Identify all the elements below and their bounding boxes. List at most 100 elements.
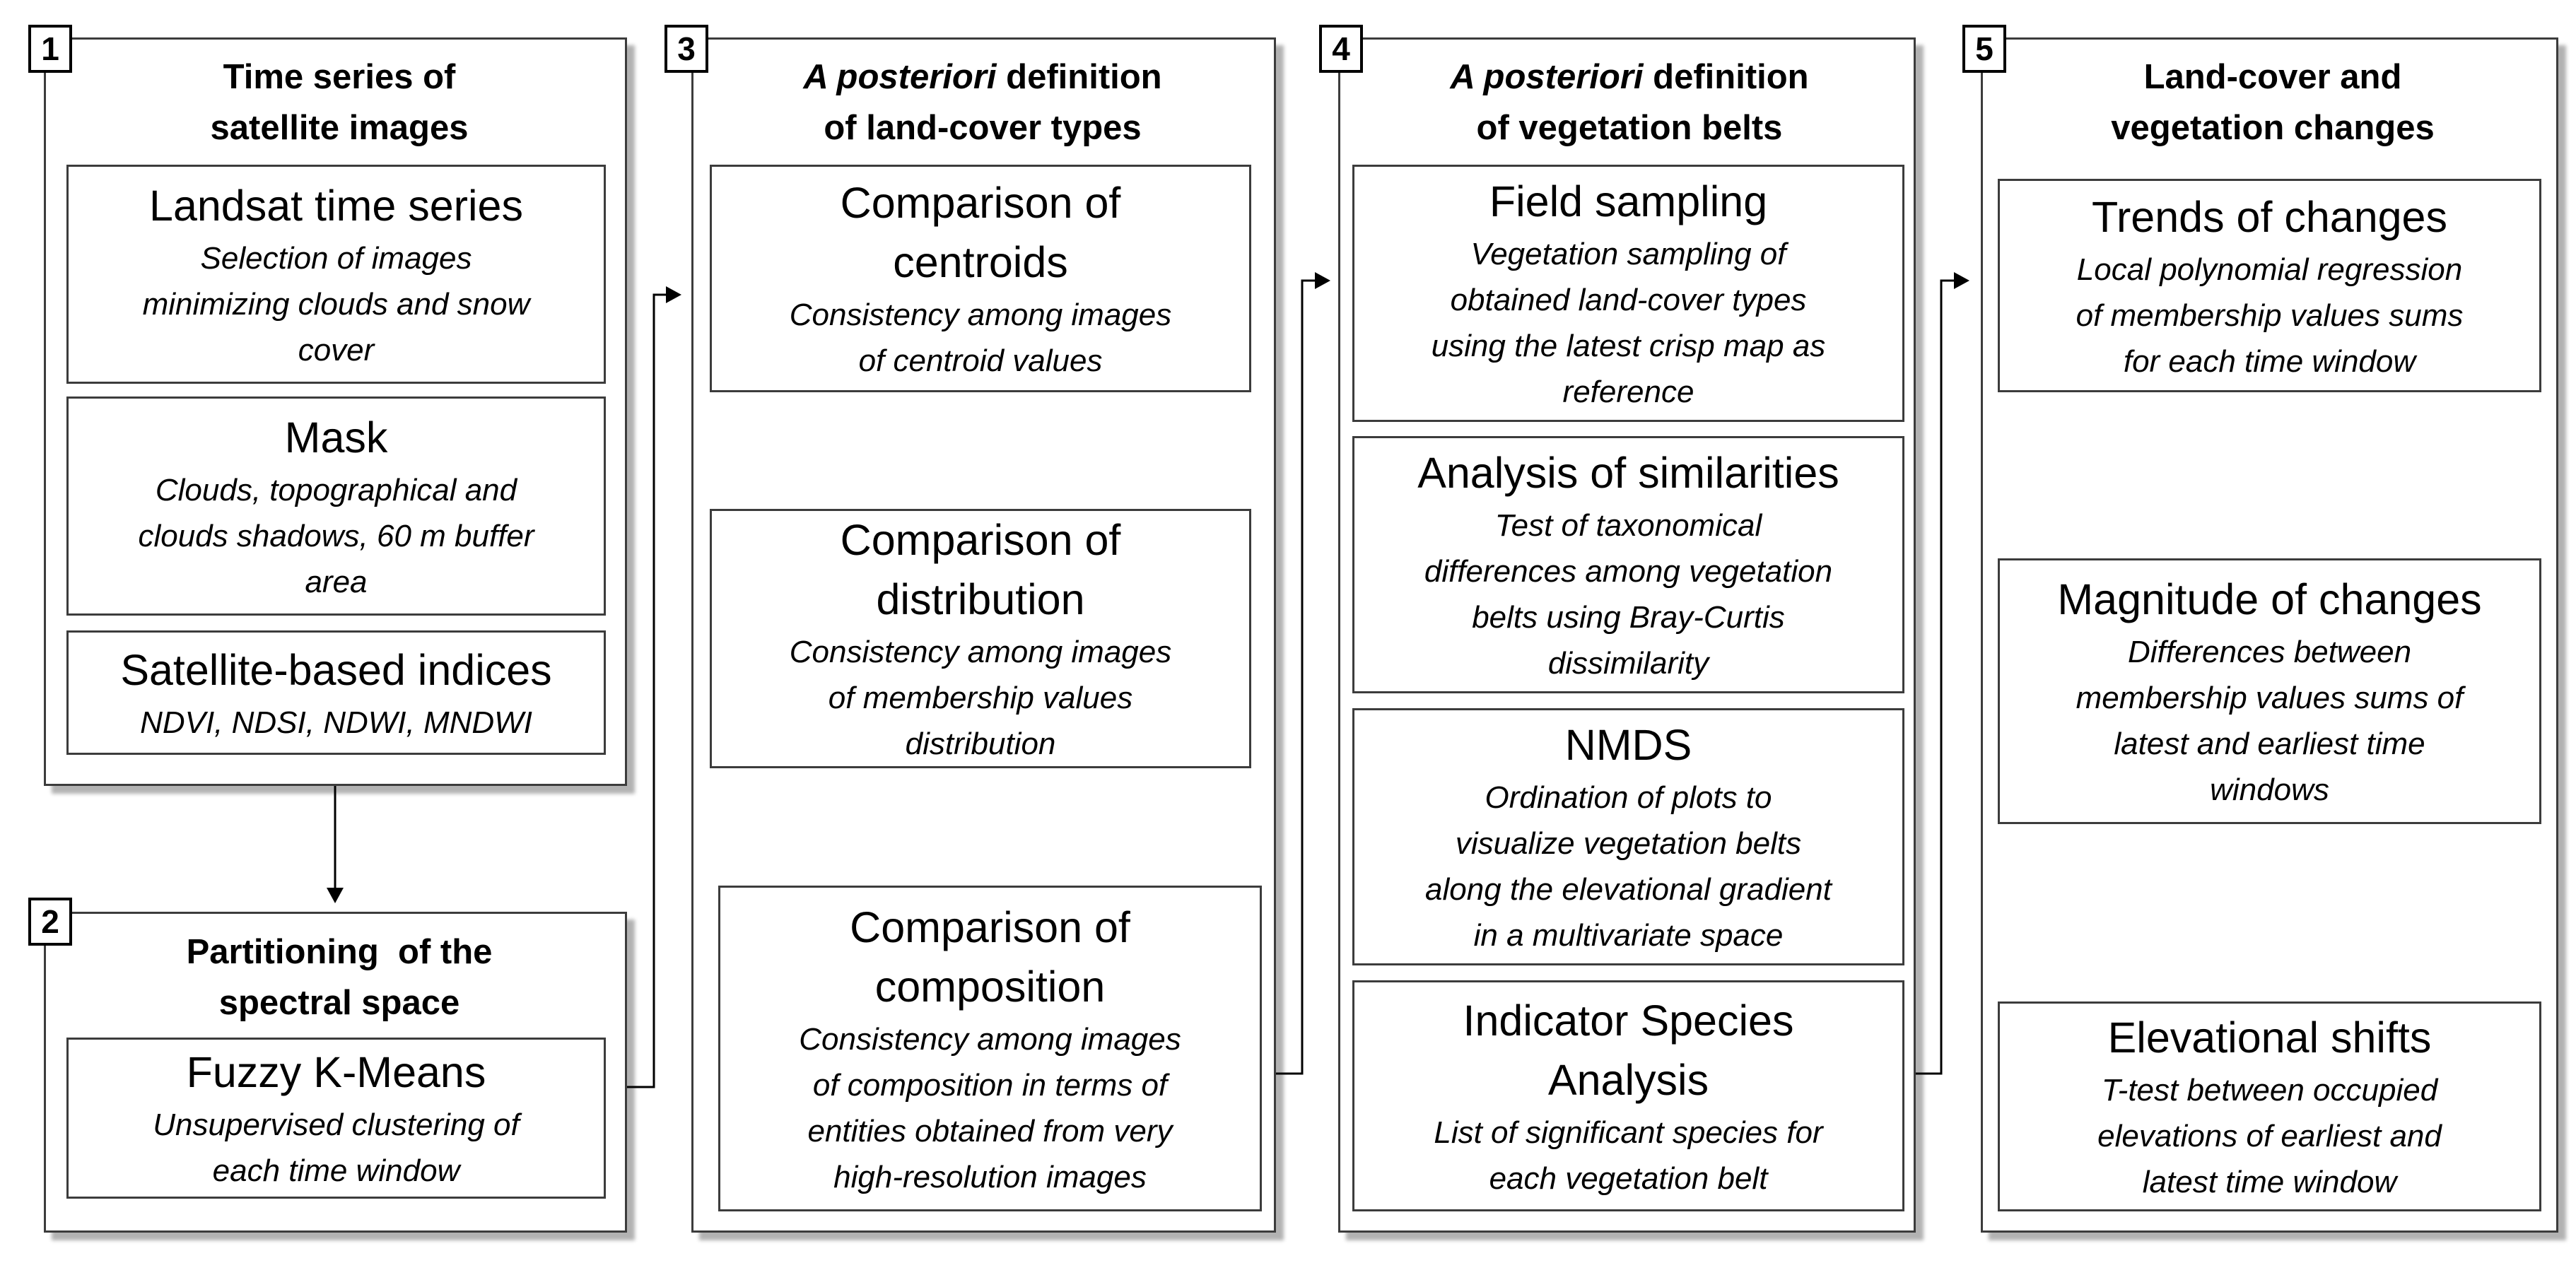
step-number-2: 2 — [28, 898, 72, 946]
box-satellite-based-indices: Satellite-based indices NDVI, NDSI, NDWI… — [66, 630, 606, 755]
title-italic-part: A posteriori — [1450, 58, 1644, 96]
box-comparison-centroids: Comparison of centroids Consistency amon… — [710, 165, 1251, 392]
box-desc-line: entities obtained from very — [807, 1113, 1173, 1149]
box-desc-line: Local polynomial regression — [2076, 252, 2463, 287]
box-desc-line: minimizing clouds and snow — [142, 286, 530, 322]
box-desc-line: distribution — [905, 727, 1056, 761]
box-desc-line: of composition in terms of — [812, 1067, 1168, 1103]
box-title: Analysis of similarities — [1417, 449, 1839, 497]
box-desc-line: obtained land-cover types — [1450, 283, 1807, 317]
panel-title-line: Partitioning of the — [186, 933, 493, 971]
box-fuzzy-k-means: Fuzzy K-Means Unsupervised clustering of… — [66, 1038, 606, 1199]
panel-title-step-4: A posteriori definition of vegetation be… — [1364, 49, 1895, 155]
box-magnitude-of-changes: Magnitude of changes Differences between… — [1998, 558, 2541, 824]
box-desc-line: T-test between occupied — [2101, 1073, 2438, 1108]
box-desc-line: differences among vegetation — [1424, 554, 1833, 589]
box-desc-line: along the elevational gradient — [1425, 872, 1832, 907]
box-desc-line: Differences between — [2127, 635, 2412, 669]
connector-step3-to-step4 — [1276, 279, 1322, 1075]
box-desc-line: membership values sums of — [2076, 681, 2464, 715]
box-desc-line: for each time window — [2123, 343, 2416, 379]
box-title: Field sampling — [1489, 177, 1768, 225]
box-analysis-of-similarities: Analysis of similarities Test of taxonom… — [1352, 436, 1904, 693]
box-desc-line: each vegetation belt — [1489, 1161, 1768, 1196]
panel-title-step-3: A posteriori definition of land-cover ty… — [714, 49, 1251, 155]
box-desc-line: Test of taxonomical — [1494, 508, 1762, 543]
box-title: Satellite-based indices — [120, 645, 552, 694]
panel-title-line: of land-cover types — [824, 109, 1142, 147]
box-desc-line: of membership values sums — [2076, 298, 2464, 333]
arrowhead-step4-to-step5 — [1954, 272, 1969, 289]
panel-title-step-1: Time series of satellite images — [78, 49, 601, 155]
box-nmds: NMDS Ordination of plots to visualize ve… — [1352, 708, 1904, 965]
box-desc-line: high-resolution images — [833, 1159, 1147, 1194]
panel-title-step-2: Partitioning of the spectral space — [78, 924, 601, 1030]
box-desc-line: dissimilarity — [1547, 646, 1709, 681]
box-desc-line: of centroid values — [858, 343, 1103, 378]
box-desc-line: cover — [298, 332, 375, 368]
box-desc-line: Ordination of plots to — [1485, 780, 1772, 815]
title-italic-part: A posteriori — [803, 58, 997, 96]
box-title-line: Analysis — [1547, 1055, 1709, 1104]
box-title-line: centroids — [893, 238, 1068, 286]
box-title-line: composition — [874, 962, 1106, 1011]
arrowhead-step3-to-step4 — [1315, 272, 1330, 289]
box-trends-of-changes: Trends of changes Local polynomial regre… — [1998, 179, 2541, 392]
box-indicator-species-analysis: Indicator Species Analysis List of signi… — [1352, 980, 1904, 1211]
panel-title-step-5: Land-cover and vegetation changes — [2008, 49, 2538, 155]
box-comparison-distribution: Comparison of distribution Consistency a… — [710, 509, 1251, 768]
box-title-line: Comparison of — [840, 516, 1121, 564]
box-title: Fuzzy K-Means — [186, 1048, 486, 1096]
box-comparison-composition: Comparison of composition Consistency am… — [718, 886, 1262, 1211]
arrowhead-step1-to-step2 — [327, 888, 344, 903]
panel-title-line: of vegetation belts — [1476, 109, 1783, 147]
title-rest-part: definition — [996, 58, 1162, 96]
panel-title-line: vegetation changes — [2111, 109, 2435, 147]
box-desc-line: Selection of images — [200, 240, 472, 276]
box-title: Landsat time series — [149, 181, 523, 230]
panel-title-line: Time series of — [223, 58, 456, 96]
box-elevational-shifts: Elevational shifts T-test between occupi… — [1998, 1001, 2541, 1211]
box-desc-line: Vegetation sampling of — [1470, 237, 1786, 271]
box-desc-line: elevations of earliest and — [2097, 1119, 2442, 1153]
box-mask: Mask Clouds, topographical and clouds sh… — [66, 396, 606, 616]
box-desc-line: of membership values — [828, 681, 1133, 715]
box-landsat-time-series: Landsat time series Selection of images … — [66, 165, 606, 384]
box-desc-line: each time window — [212, 1153, 460, 1188]
box-desc-line: List of significant species for — [1434, 1115, 1823, 1150]
box-desc-line: belts using Bray-Curtis — [1472, 600, 1785, 635]
title-rest-part: definition — [1643, 58, 1809, 96]
box-title-line: Indicator Species — [1463, 996, 1794, 1045]
box-title: NMDS — [1564, 721, 1692, 769]
box-desc-line: latest time window — [2142, 1165, 2397, 1199]
box-title: Trends of changes — [2092, 192, 2447, 241]
box-field-sampling: Field sampling Vegetation sampling of ob… — [1352, 165, 1904, 422]
panel-title-line: Land-cover and — [2143, 58, 2402, 96]
panel-title-line: satellite images — [210, 109, 469, 147]
step-number-4: 4 — [1319, 25, 1363, 73]
box-desc-line: NDVI, NDSI, NDWI, MNDWI — [140, 705, 532, 740]
box-title: Elevational shifts — [2107, 1014, 2432, 1062]
box-desc-line: Clouds, topographical and — [155, 472, 517, 507]
box-desc-line: area — [305, 564, 368, 599]
arrowhead-step2-to-step3 — [666, 286, 681, 303]
box-desc-line: in a multivariate space — [1473, 918, 1784, 953]
panel-title-line: A posteriori definition — [1450, 52, 1808, 102]
box-desc-line: visualize vegetation belts — [1455, 826, 1802, 861]
connector-step2-to-step3 — [625, 293, 673, 1088]
box-desc-line: Consistency among images — [799, 1021, 1181, 1057]
box-desc-line: Consistency among images — [789, 298, 1172, 332]
box-desc-line: Consistency among images — [789, 635, 1172, 669]
box-title-line: Comparison of — [840, 179, 1121, 227]
box-title: Mask — [284, 413, 388, 462]
box-title-line: distribution — [876, 575, 1085, 623]
box-title: Magnitude of changes — [2057, 575, 2482, 623]
panel-title-line: A posteriori definition — [803, 52, 1161, 102]
box-desc-line: Unsupervised clustering of — [153, 1108, 520, 1142]
box-desc-line: clouds shadows, 60 m buffer — [138, 518, 534, 553]
box-desc-line: latest and earliest time — [2114, 727, 2425, 761]
box-desc-line: windows — [2210, 773, 2329, 807]
box-desc-line: using the latest crisp map as — [1431, 329, 1826, 363]
connector-step4-to-step5 — [1916, 279, 1961, 1075]
step-number-1: 1 — [28, 25, 72, 73]
